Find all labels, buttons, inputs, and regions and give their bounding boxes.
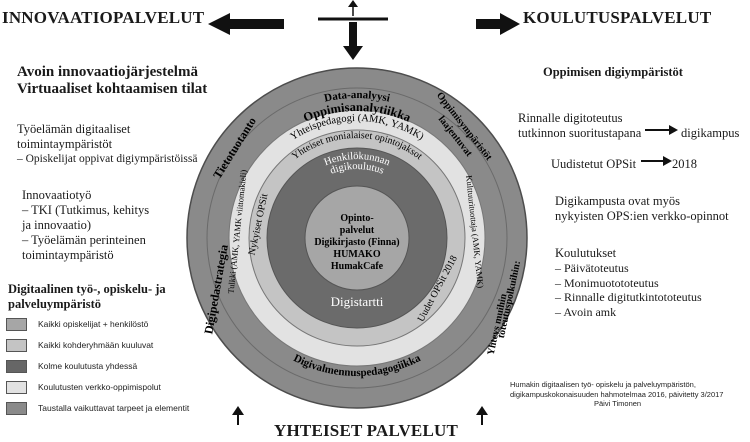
koulutukset-list: Koulutukset – Päivätoteutus – Monimuotot…: [555, 246, 702, 319]
legend-label: Kaikki opiskelijat + henkilöstö: [38, 319, 149, 329]
innov-line4: toimintaympäristö: [22, 248, 114, 262]
arrow-right-icon: [645, 125, 678, 135]
center-line5: HumakCafe: [331, 261, 384, 272]
ring-center: [304, 185, 410, 291]
ring4-top-label2: digikoulutus: [329, 161, 386, 177]
koulutukset-title: Koulutukset: [555, 246, 617, 260]
env-title-line1: Digitaalinen työ-, opiskelu- ja: [8, 282, 166, 296]
rinnalle-block: Rinnalle digitoteutus tutkinnon suoritus…: [518, 111, 641, 141]
list-item: – Rinnalle digitutkintototeutus: [555, 290, 702, 304]
kampus-line2: nykyisten OPS:ien verkko-opinnot: [555, 209, 729, 223]
arrow-right-icon: [476, 13, 520, 35]
credit-line3: Päivi Timonen: [594, 399, 642, 408]
outer-top-label1: Data-analyysi: [323, 89, 391, 105]
legend-swatch: [6, 317, 27, 331]
center-line4: HUMAKO: [333, 249, 380, 260]
legend-label: Koulutusten verkko-oppimispolut: [38, 382, 161, 392]
work-line3: – Opiskelijat oppivat digiympäristöissä: [17, 153, 198, 165]
work-line1: Työelämän digitaaliset: [17, 122, 131, 136]
left-title-line2: Virtuaaliset kohtaamisen tilat: [17, 81, 208, 97]
center-line3: Digikirjasto (Finna): [314, 237, 399, 248]
legend-swatch: [6, 359, 27, 373]
work-environments-block: Työelämän digitaaliset toimintaympäristö…: [17, 122, 197, 167]
env-title-line2: palveluympäristö: [8, 297, 102, 311]
credit-line2: digikampuskokonaisuuden hahmotelmaa 2016…: [510, 389, 724, 399]
env-title-block: Digitaalinen työ-, opiskelu- ja palveluy…: [8, 282, 166, 312]
right-title: Oppimisen digiympäristöt: [543, 65, 683, 79]
left-title-block: Avoin innovaatiojärjestelmä Virtuaaliset…: [17, 64, 207, 98]
arrow-up-icon: [232, 406, 244, 425]
ring-outer-inner-border: [206, 87, 508, 389]
legend-label: Kolme koulutusta yhdessä: [38, 361, 138, 371]
digikampus-label: digikampus: [681, 126, 740, 140]
kampus-block: Digikampusta ovat myös nykyisten OPS:ien…: [555, 194, 729, 224]
innovation-block: Innovaatiotyö – TKI (Tutkimus, kehitys j…: [22, 188, 149, 263]
header-innovaatiopalvelut: INNOVAATIOPALVELUT: [2, 8, 205, 27]
innov-line3: – Työelämän perinteinen: [22, 233, 146, 247]
innov-title: Innovaatiotyö: [22, 188, 92, 202]
arrow-down-icon: [343, 22, 363, 60]
credit-line1: Humakin digitaalisen työ- opiskelu ja pa…: [510, 380, 696, 389]
list-item: – Avoin amk: [555, 304, 617, 319]
arrow-right-icon: [641, 156, 672, 166]
ops-year: 2018: [672, 157, 697, 171]
legend-row: Kaikki kohderyhmään kuuluvat: [6, 338, 256, 352]
header-yhteiset-palvelut: YHTEISET PALVELUT: [274, 421, 459, 440]
rinnalle-line2: tutkinnon suoritustapana: [518, 126, 642, 140]
credit-block: Humakin digitaalisen työ- opiskelu ja pa…: [510, 380, 723, 409]
list-item: – Monimuotototeutus: [555, 275, 659, 290]
header-koulutuspalvelut: KOULUTUSPALVELUT: [523, 8, 712, 27]
center-line2: palvelut: [340, 225, 375, 236]
arrow-left-icon: [208, 13, 284, 35]
legend-row: Kolme koulutusta yhdessä: [6, 359, 256, 373]
work-line2: toimintaympäristöt: [17, 137, 113, 151]
arrow-up-icon: [476, 406, 488, 425]
innov-line2: ja innovaatio): [22, 218, 92, 232]
legend-swatch: [6, 380, 27, 394]
legend-row: Koulutusten verkko-oppimispolut: [6, 380, 256, 394]
list-item: – Päivätoteutus: [555, 261, 629, 275]
legend-label: Taustalla vaikuttavat tarpeet ja element…: [38, 403, 190, 413]
legend-row: Taustalla vaikuttavat tarpeet ja element…: [6, 401, 256, 415]
arrow-up-icon: [348, 0, 358, 16]
legend-swatch: [6, 338, 27, 352]
left-title-line1: Avoin innovaatiojärjestelmä: [17, 64, 198, 80]
ops-label: Uudistetut OPSit: [551, 157, 637, 171]
legend-label: Kaikki kohderyhmään kuuluvat: [38, 340, 154, 350]
innov-line1: – TKI (Tutkimus, kehitys: [22, 203, 150, 217]
legend-swatch: [6, 401, 27, 415]
legend-row: Kaikki opiskelijat + henkilöstö: [6, 317, 256, 331]
kampus-line1: Digikampusta ovat myös: [555, 194, 680, 208]
ring4-bottom-label: Digistartti: [331, 294, 384, 309]
rinnalle-line1: Rinnalle digitoteutus: [518, 111, 623, 125]
center-line1: Opinto-: [340, 213, 373, 224]
